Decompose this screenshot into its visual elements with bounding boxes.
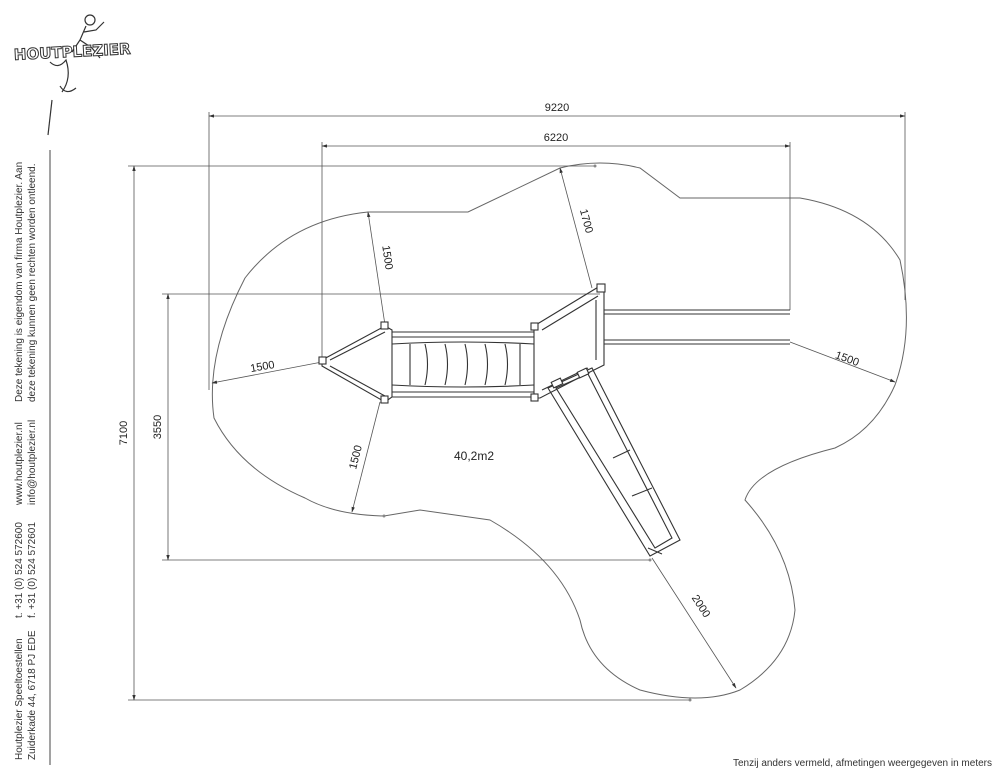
climbing-figure-icon <box>47 14 105 136</box>
safety-zone-outline <box>211 162 907 699</box>
left-tower <box>321 325 393 403</box>
radius-lower-left-label: 1500 <box>347 444 365 471</box>
bridge <box>391 331 535 398</box>
radius-right-label: 1500 <box>833 349 860 369</box>
radius-top-label: 1700 <box>577 208 595 235</box>
radius-upper-left-label: 1500 <box>379 245 394 271</box>
dimension-lines <box>128 112 906 701</box>
inner-height-label: 3550 <box>152 415 164 439</box>
area-label: 40,2m2 <box>454 449 494 463</box>
inner-width-label: 6220 <box>544 132 568 144</box>
logo: HOUTPLEZIER <box>13 14 132 136</box>
overall-height-label: 7100 <box>118 421 130 445</box>
radius-left-label: 1500 <box>249 359 275 375</box>
overall-width-label: 9220 <box>545 102 569 114</box>
units-footnote: Tenzij anders vermeld, afmetingen weerge… <box>732 758 992 769</box>
slide <box>547 367 681 557</box>
logo-wordmark: HOUTPLEZIER <box>13 40 131 64</box>
dimension-labels: 9220 6220 7100 3550 1700 1500 1500 1500 … <box>118 102 861 620</box>
play-structure <box>318 164 790 702</box>
radius-slide-label: 2000 <box>689 593 712 620</box>
right-tower <box>533 285 605 399</box>
rails <box>604 309 790 345</box>
